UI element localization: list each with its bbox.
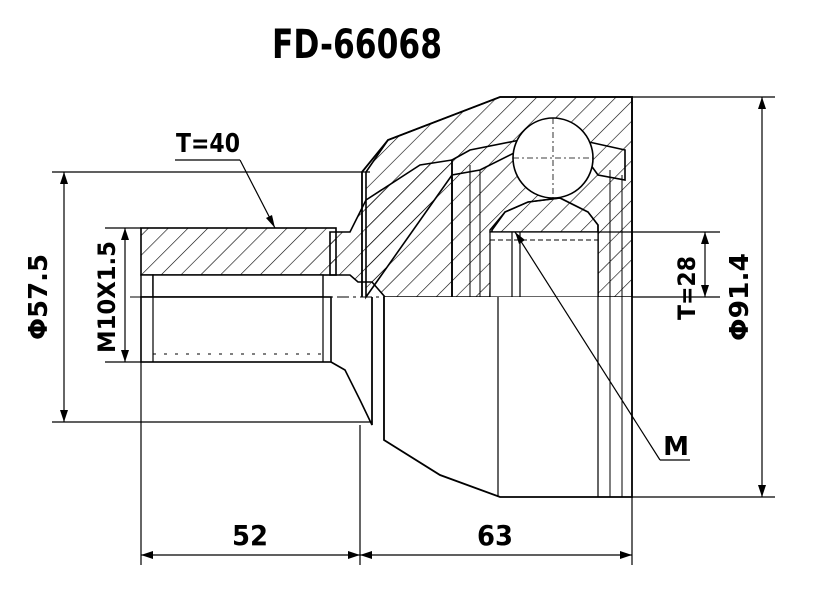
ball-bearing — [512, 117, 594, 199]
drawing-title: FD-66068 — [272, 22, 442, 68]
dimension-lines — [52, 96, 775, 565]
shaft-exterior — [140, 296, 332, 363]
shaft-diameter-label: Φ57.5 — [24, 254, 54, 340]
threaded-shaft-section — [140, 227, 337, 276]
spline-length-label: T=28 — [673, 256, 701, 320]
thread-spec-label: M10X1.5 — [93, 241, 121, 353]
lower-exterior-view — [140, 296, 633, 498]
spline-callout-label: M — [663, 432, 689, 462]
shaft-bore-upper — [152, 274, 324, 298]
housing-exterior — [383, 297, 633, 498]
neck-exterior — [330, 297, 373, 426]
upper-section-view — [140, 96, 633, 300]
outer-diameter-label: Φ91.4 — [725, 253, 755, 341]
inner-spline-zone — [489, 231, 599, 298]
shaft-tip — [140, 274, 154, 298]
arrowheads — [60, 97, 766, 559]
stem-length-label: 52 — [232, 519, 268, 552]
thread-length-label: T=40 — [176, 129, 240, 159]
housing-length-label: 63 — [477, 519, 513, 552]
housing-outer-outline — [361, 96, 633, 297]
